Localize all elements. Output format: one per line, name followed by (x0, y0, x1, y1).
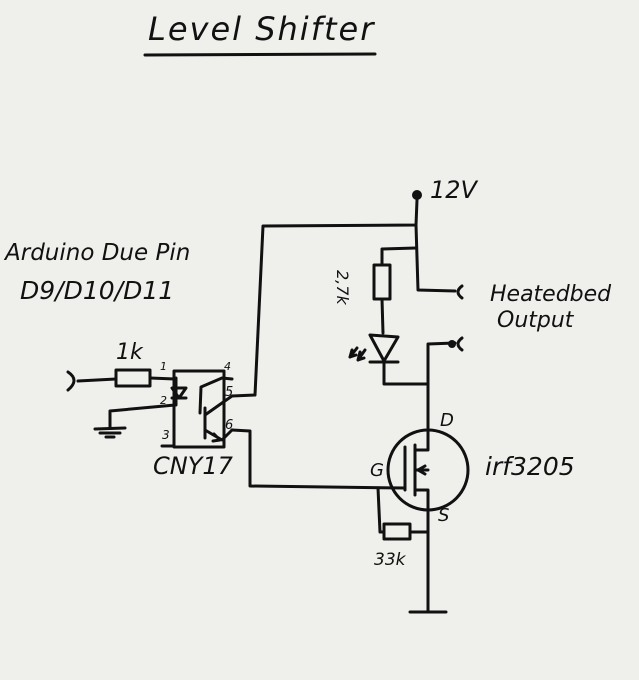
led-diode (368, 333, 400, 363)
resistor-input (114, 368, 152, 388)
wire-led-branch (380, 246, 418, 267)
pin-4: 4 (224, 360, 231, 373)
ground-icon (93, 426, 127, 439)
title: Level Shifter (148, 10, 376, 48)
wire-pin2-ground (108, 403, 177, 430)
input-connector (66, 370, 76, 392)
wire-gate (230, 428, 407, 490)
mosfet-drain-label: D (440, 410, 454, 431)
wire-resistor-led (380, 297, 385, 335)
output-connector-positive (456, 284, 464, 300)
resistor-gate-label: 33k (374, 550, 406, 570)
opto-led (170, 376, 188, 407)
resistor-led-label: 2,7k (333, 270, 352, 305)
supply-node (412, 190, 422, 200)
input-label-line1: Arduino Due Pin (5, 240, 191, 266)
optocoupler-label: CNY17 (153, 452, 233, 480)
output-label-line2: Output (497, 308, 574, 333)
wire-12v-to-output (414, 223, 457, 293)
supply-label: 12V (430, 176, 477, 204)
output-connector-dot (448, 340, 456, 348)
wire-12v-to-pin5 (230, 198, 419, 398)
pin-5: 5 (225, 385, 234, 400)
mosfet-label: irf3205 (485, 452, 575, 481)
wire-led-to-drain (382, 360, 430, 386)
pin-2: 2 (160, 394, 167, 407)
output-label-line1: Heatedbed (490, 282, 612, 307)
output-connector-negative (456, 336, 464, 352)
resistor-gate (382, 522, 412, 541)
opto-transistor (198, 376, 234, 443)
optocoupler-body (172, 369, 226, 449)
mosfet-symbol (403, 430, 430, 507)
wire-input (76, 377, 118, 383)
input-label-line2: D9/D10/D11 (20, 276, 175, 305)
pin-6: 6 (225, 418, 234, 433)
wire-drain (426, 341, 457, 434)
title-underline (143, 52, 377, 57)
pin-3: 3 (162, 428, 170, 442)
pin-1: 1 (160, 360, 167, 373)
wire-resistor-opto (148, 376, 177, 381)
mosfet-source-label: S (438, 505, 450, 526)
resistor-led (372, 263, 392, 301)
resistor-input-label: 1k (116, 340, 143, 365)
mosfet-gate-label: G (370, 460, 384, 481)
led-light-arrows-icon (348, 346, 367, 362)
